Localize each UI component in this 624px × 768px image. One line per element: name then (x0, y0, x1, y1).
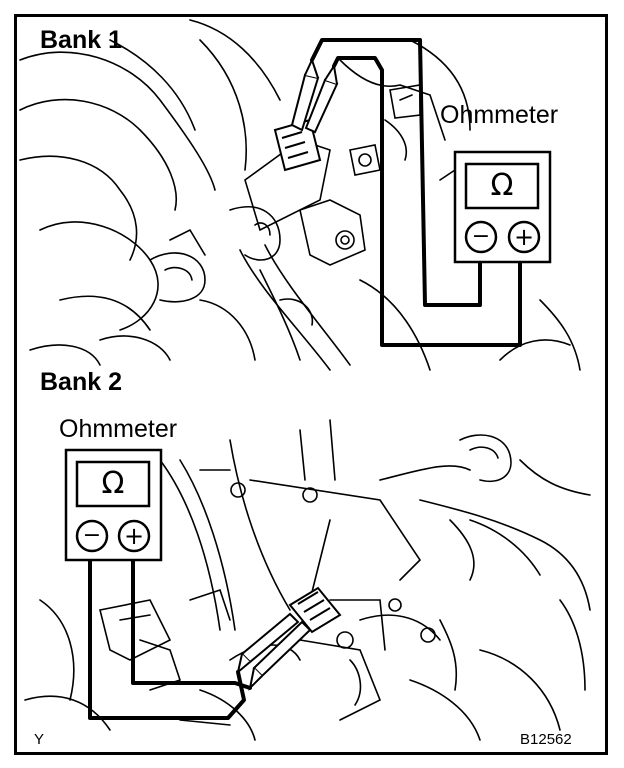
ohm-symbol-top: Ω (490, 168, 514, 203)
bank2-sensor-connector (288, 586, 342, 634)
ohmmeter-label-bottom: Ohmmeter (59, 415, 178, 443)
plus-terminal-top: + (513, 223, 535, 251)
bank2-label: Bank 2 (40, 368, 122, 396)
bank2-ohmmeter (64, 448, 163, 562)
ohm-symbol-bottom: Ω (101, 466, 125, 501)
bank1-engine-illustration (19, 19, 581, 371)
bank1-probes (290, 57, 339, 134)
bank2-test-leads (88, 558, 252, 720)
minus-terminal-top: − (471, 224, 491, 249)
plus-terminal-bottom: + (123, 522, 145, 550)
figure-code: B12562 (520, 731, 572, 748)
bank2-engine-illustration (24, 419, 591, 741)
bank1-ohmmeter (453, 150, 552, 264)
ohmmeter-label-top: Ohmmeter (440, 101, 559, 129)
bank2-probes (236, 612, 312, 692)
corner-letter: Y (34, 731, 45, 748)
bank1-label: Bank 1 (40, 26, 122, 54)
minus-terminal-bottom: − (82, 523, 102, 548)
bank1-test-leads (310, 38, 522, 347)
